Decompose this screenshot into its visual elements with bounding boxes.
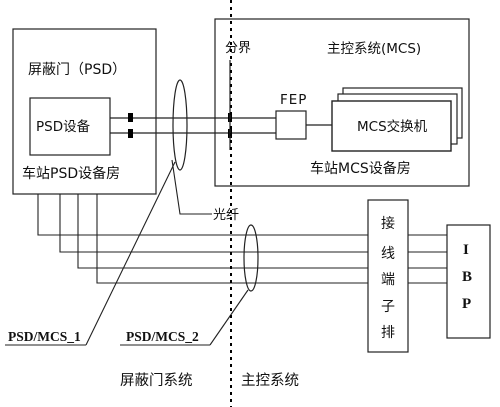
terminal-block-char-5: 排 (381, 325, 395, 341)
psd-device-box (29, 97, 111, 156)
wire-1 (37, 194, 368, 236)
connector-psd-lower (128, 129, 133, 138)
psd-room-box (12, 28, 157, 195)
terminal-block-box (367, 199, 409, 353)
mcs-switch-box (331, 100, 452, 152)
boundary-label: 分界 (225, 41, 251, 56)
footer-mcs-system: 主控系统 (241, 372, 299, 389)
fiber-label: 光纤 (213, 208, 239, 223)
cable-1-label: PSD/MCS_1 (8, 329, 81, 344)
cable-bundle-ellipse (243, 224, 259, 292)
cable-2-leader (209, 289, 249, 346)
terminal-block-char-1: 接 (381, 215, 395, 232)
ibp-char-i: I (463, 242, 469, 258)
terminal-block-char-4: 子 (381, 299, 395, 315)
cable-2-label: PSD/MCS_2 (126, 329, 199, 344)
ibp-char-b: B (462, 269, 472, 285)
fep-label: FEP (280, 92, 307, 108)
footer-psd-system: 屏蔽门系统 (120, 372, 193, 389)
wire-3 (77, 194, 368, 269)
wire-2 (59, 194, 368, 253)
ibp-box (446, 224, 491, 339)
terminal-block-char-3: 端 (381, 272, 395, 288)
mcs-room-caption: 车站MCS设备房 (310, 160, 411, 177)
fiber-bundle-ellipse (172, 79, 188, 171)
psd-room-caption: 车站PSD设备房 (22, 165, 120, 182)
mcs-room-box (214, 18, 470, 187)
terminal-block-char-2: 线 (381, 246, 395, 262)
cable-1-leader (85, 161, 176, 346)
ibp-char-p: P (462, 296, 471, 312)
psd-room-title: 屏蔽门（PSD） (28, 62, 126, 78)
connector-psd-upper (128, 113, 133, 122)
psd-device-label: PSD设备 (36, 118, 91, 135)
fep-box (275, 110, 307, 140)
fiber-leader-line (171, 159, 212, 215)
mcs-switch-label: MCS交换机 (357, 118, 428, 135)
mcs-title: 主控系统(MCS) (327, 41, 421, 57)
wire-4 (96, 194, 368, 284)
